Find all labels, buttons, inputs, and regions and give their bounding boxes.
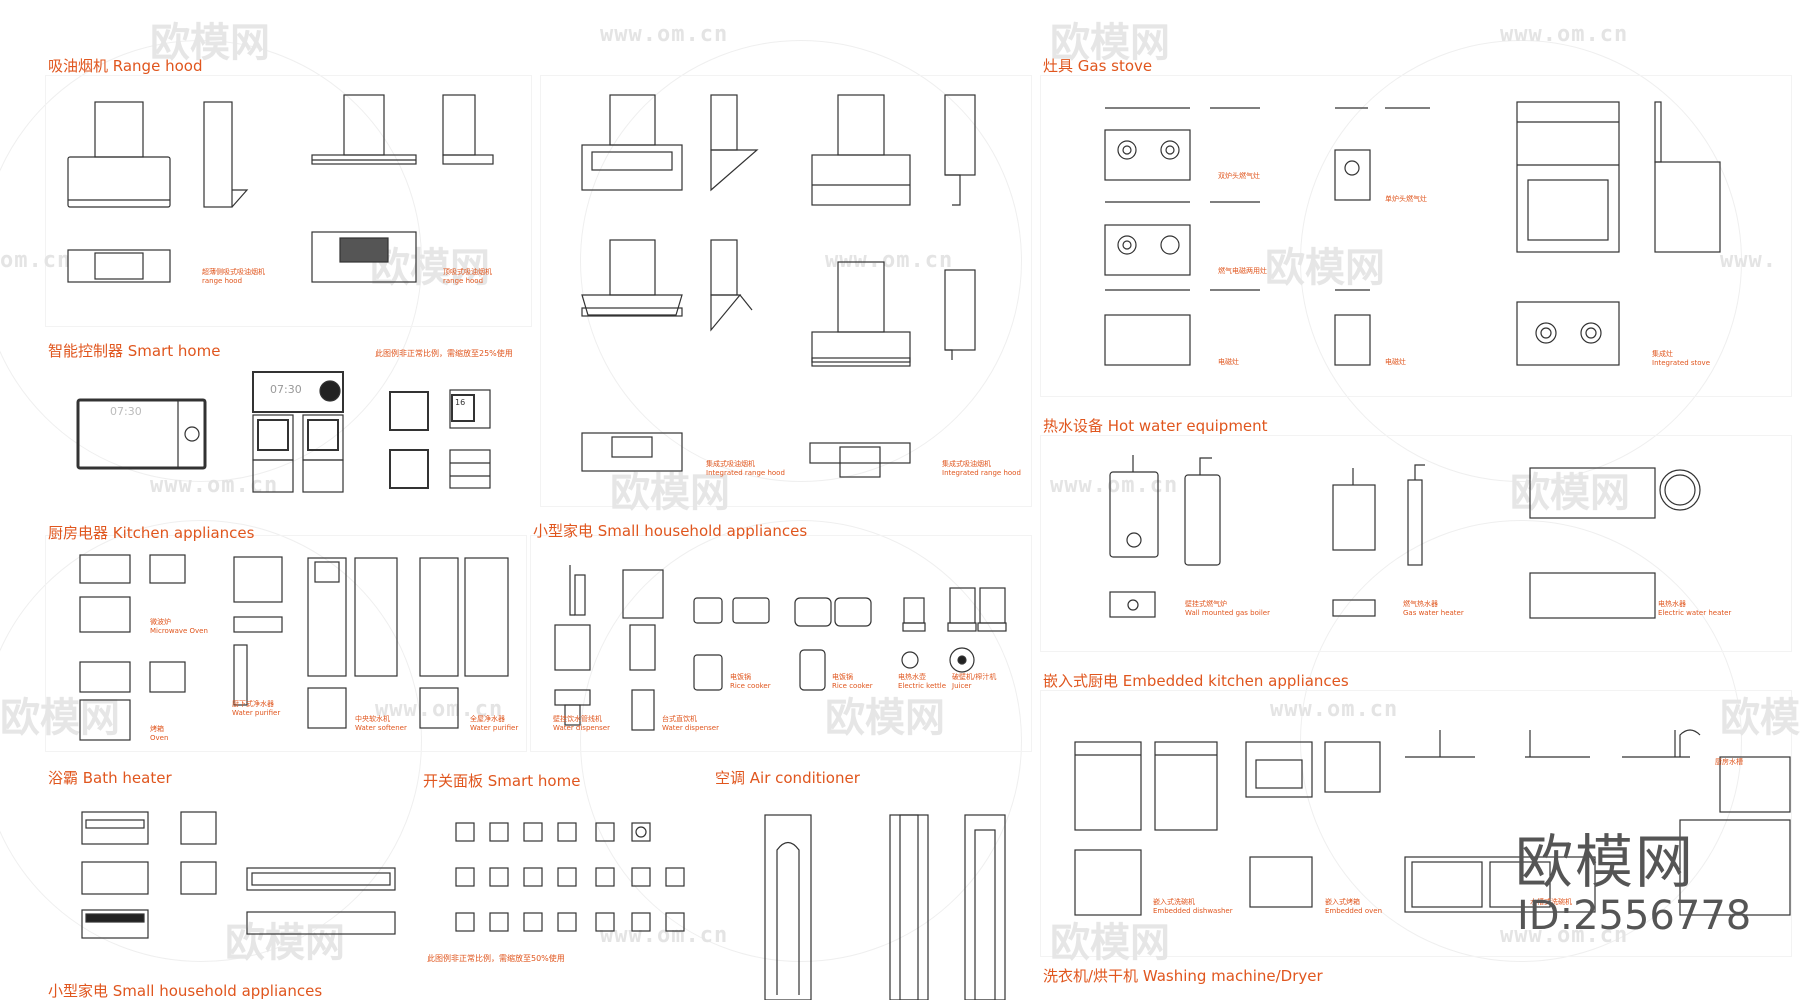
caption-whole-house-purifier: 全屋净水器 Water purifier xyxy=(470,715,519,732)
washer-drawings xyxy=(1719,756,1791,813)
panel-kitchen xyxy=(45,535,527,752)
caption-top-hood: 顶吸式吸油烟机 range hood xyxy=(443,268,492,285)
caption-microwave: 微波炉 Microwave Oven xyxy=(150,618,208,635)
bath-heater-drawings xyxy=(81,811,396,939)
watermark-logo: 欧模网 xyxy=(0,695,120,741)
watermark-url: www.om.cn xyxy=(825,248,954,273)
caption-water-softener: 中央软水机 Water softener xyxy=(355,715,407,732)
watermark-logo: 欧模网 xyxy=(370,245,490,291)
caption-integrated-hood: 集成式吸油烟机 Integrated range hood xyxy=(942,460,1021,477)
caption-kettle: 电热水壶 Electric kettle xyxy=(898,673,947,690)
section-title-hot-water: 热水设备 Hot water equipment xyxy=(1043,417,1268,435)
caption-embedded-oven: 嵌入式烤箱 Embedded oven xyxy=(1325,898,1383,915)
caption-wall-dispenser: 壁挂饮水管线机 Water dispenser xyxy=(553,715,610,732)
thermostat-reading: 16 xyxy=(455,398,466,407)
watermark-ring xyxy=(580,40,1022,482)
watermark-url: www.om.cn xyxy=(600,22,729,47)
range-hood-drawings xyxy=(67,94,494,283)
caption-integrated-hood: 集成式吸油烟机 Integrated range hood xyxy=(706,460,785,477)
section-title-air-conditioner: 空调 Air conditioner xyxy=(715,769,860,787)
panel-range-hood xyxy=(45,75,532,327)
caption-embedded-dishwasher: 嵌入式洗碗机 Embedded dishwasher xyxy=(1153,898,1233,915)
caption-sink-dishwasher: 水槽式洗碗机 xyxy=(1530,898,1572,906)
section-title-washer: 洗衣机/烘干机 Washing machine/Dryer xyxy=(1043,967,1323,985)
switch-panel-drawings xyxy=(455,822,685,932)
panel-small-household xyxy=(530,535,1032,752)
watermark-url: www.om.cn xyxy=(150,473,279,498)
caption-gas-water-heater: 燃气热水器 Gas water heater xyxy=(1403,600,1464,617)
watermark-ring xyxy=(0,520,422,962)
watermark-logo: 欧模网 xyxy=(225,920,345,966)
watermark-logo: 欧模网 xyxy=(1050,920,1170,966)
caption-blender: 破壁机/榨汁机 Juicer xyxy=(952,673,997,690)
caption-desk-dispenser: 台式直饮机 Water dispenser xyxy=(662,715,719,732)
watermark-logo: 欧模网 xyxy=(1050,20,1170,66)
embedded-drawings xyxy=(1074,729,1791,916)
section-title-smart-home-controller: 智能控制器 Smart home xyxy=(48,342,221,360)
air-conditioner-drawings xyxy=(764,814,1006,1000)
section-title-gas-stove: 灶具 Gas stove xyxy=(1043,57,1153,75)
section-title-range-hood: 吸油烟机 Range hood xyxy=(48,57,203,75)
section-title-embedded: 嵌入式厨电 Embedded kitchen appliances xyxy=(1043,672,1349,690)
smart-panel-clock-small: 07:30 xyxy=(270,383,302,396)
watermark-url: www.om.cn xyxy=(1500,22,1629,47)
watermark-url: www.om.cn xyxy=(1050,473,1179,498)
gas-stove-drawings xyxy=(1104,101,1721,366)
watermark-url: www.om.cn xyxy=(600,923,729,948)
caption-under-sink-purifier: 厨下式净水器 Water purifier xyxy=(232,700,281,717)
brand-name: 欧模网 xyxy=(1515,828,1696,896)
panel-embedded xyxy=(1040,690,1792,957)
watermark-logo: 欧模网 xyxy=(825,695,945,741)
caption-kitchen-sink: 厨房水槽 xyxy=(1715,758,1743,766)
watermark-logo: 欧模网 xyxy=(1265,245,1385,291)
watermark-ring xyxy=(1300,40,1742,482)
caption-rice-cooker: 电饭锅 Rice cooker xyxy=(730,673,771,690)
watermark-url: www.om.cn xyxy=(1270,697,1399,722)
caption-single-burner: 单炉头燃气灶 xyxy=(1385,195,1427,203)
section-title-bath-heater: 浴霸 Bath heater xyxy=(48,769,172,787)
smart-home-drawings xyxy=(76,371,491,493)
section-title-small-household-2: 小型家电 Small household appliances xyxy=(48,982,323,1000)
section-title-small-household: 小型家电 Small household appliances xyxy=(533,522,808,540)
watermark-logo: 欧模网 xyxy=(150,20,270,66)
small-household-drawings xyxy=(554,565,1007,731)
section-title-switch-panel: 开关面板 Smart home xyxy=(423,772,581,790)
watermark-url: www. xyxy=(1720,248,1777,273)
watermark-logo: 欧模网 xyxy=(610,470,730,516)
smart-panel-clock-large: 07:30 xyxy=(110,405,142,418)
caption-side-hood: 超薄侧吸式吸油烟机 range hood xyxy=(202,268,265,285)
panel-gas-stove xyxy=(1040,75,1792,397)
watermark-logo: 欧模网 xyxy=(1720,695,1800,741)
watermark-ring xyxy=(0,40,422,482)
hood-models-drawings xyxy=(581,94,976,478)
caption-double-burner: 双炉头燃气灶 xyxy=(1218,172,1260,180)
scale-note: 此图例非正常比例，需缩放至25%使用 xyxy=(375,349,513,358)
section-title-kitchen: 厨房电器 Kitchen appliances xyxy=(48,524,255,542)
caption-gas-induction: 燃气电磁两用灶 xyxy=(1218,267,1267,275)
watermark-url: om.cn xyxy=(0,248,72,273)
watermark-ring xyxy=(580,520,1022,962)
panel-hood-models xyxy=(540,75,1032,507)
caption-gas-boiler: 壁挂式燃气炉 Wall mounted gas boiler xyxy=(1185,600,1270,617)
caption-oven: 烤箱 Oven xyxy=(150,725,169,742)
watermark-url: www.om.cn xyxy=(375,697,504,722)
kitchen-drawings xyxy=(79,554,509,741)
scale-note: 此图例非正常比例，需缩放至50%使用 xyxy=(427,954,565,963)
hot-water-drawings xyxy=(1109,455,1701,619)
caption-integrated-stove: 集成灶 Integrated stove xyxy=(1652,350,1711,367)
caption-rice-cooker: 电饭锅 Rice cooker xyxy=(832,673,873,690)
caption-electric-water-heater: 电热水器 Electric water heater xyxy=(1658,600,1732,617)
watermark-url: www.om.cn xyxy=(1500,923,1629,948)
brand-id: ID:2556778 xyxy=(1517,893,1752,939)
panel-hot-water xyxy=(1040,435,1792,652)
watermark-ring xyxy=(1300,520,1742,962)
caption-induction: 电磁灶 xyxy=(1385,358,1406,366)
caption-induction: 电磁灶 xyxy=(1218,358,1239,366)
